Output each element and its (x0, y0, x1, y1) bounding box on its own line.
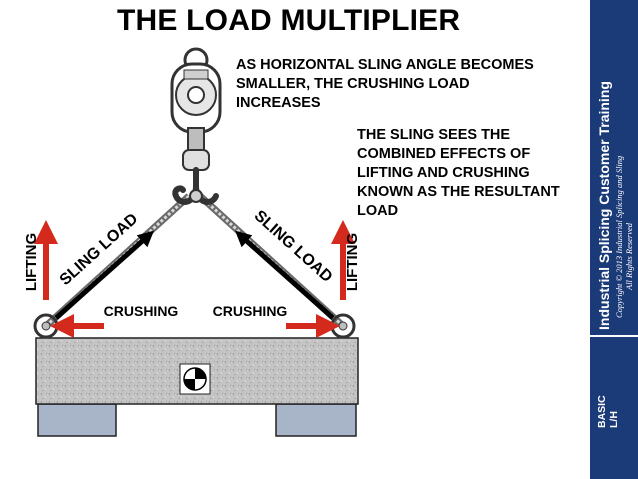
crushing-label-right: CRUSHING (213, 303, 288, 319)
lifting-label-right: LIFTING (344, 233, 361, 291)
resultant-note-line: LIFTING AND CRUSHING (357, 165, 530, 181)
copyright-line: Copyright © 2013 Industrial Splicing and… (614, 155, 624, 318)
resultant-note-line: COMBINED EFFECTS OF (357, 146, 531, 162)
slide-title: THE LOAD MULTIPLIER (117, 4, 461, 37)
angle-note-line: INCREASES (236, 95, 321, 111)
copyright-line: All Rights Reserved (624, 222, 634, 290)
hook-icon (172, 167, 219, 205)
angle-note: AS HORIZONTAL SLING ANGLE BECOMES SMALLE… (236, 56, 534, 113)
course-level: BASIC L/H (596, 395, 620, 428)
sling-load-label-right: SLING LOAD (251, 207, 336, 286)
resultant-note: THE SLING SEES THE COMBINED EFFECTS OF L… (357, 126, 560, 221)
center-of-gravity-icon (179, 363, 211, 395)
lifting-label-left: LIFTING (23, 233, 40, 291)
sidebar-title: Industrial Splicing Customer Training (596, 81, 612, 330)
shackle-icon (330, 313, 356, 339)
right-support (275, 403, 357, 437)
course-level-line: BASIC (596, 395, 608, 428)
left-support (37, 403, 117, 437)
course-level-line: L/H (608, 411, 620, 428)
sidebar-divider (590, 335, 638, 337)
sidebar (590, 0, 638, 479)
crushing-label-left: CRUSHING (104, 303, 179, 319)
pulley-block-icon (170, 47, 222, 171)
sling-load-arrow-right (235, 230, 335, 320)
angle-note-line: SMALLER, THE CRUSHING LOAD (236, 76, 470, 92)
sling-load-arrow-left (54, 230, 154, 320)
shackle-icon (33, 313, 59, 339)
resultant-note-line: LOAD (357, 203, 399, 219)
resultant-note-line: KNOWN AS THE RESULTANT (357, 184, 560, 200)
sling-diagram: LIFTING LIFTING CRUSHING CRUSHING SLING … (23, 47, 361, 437)
resultant-note-line: THE SLING SEES THE (357, 127, 511, 143)
angle-note-line: AS HORIZONTAL SLING ANGLE BECOMES (236, 57, 534, 73)
